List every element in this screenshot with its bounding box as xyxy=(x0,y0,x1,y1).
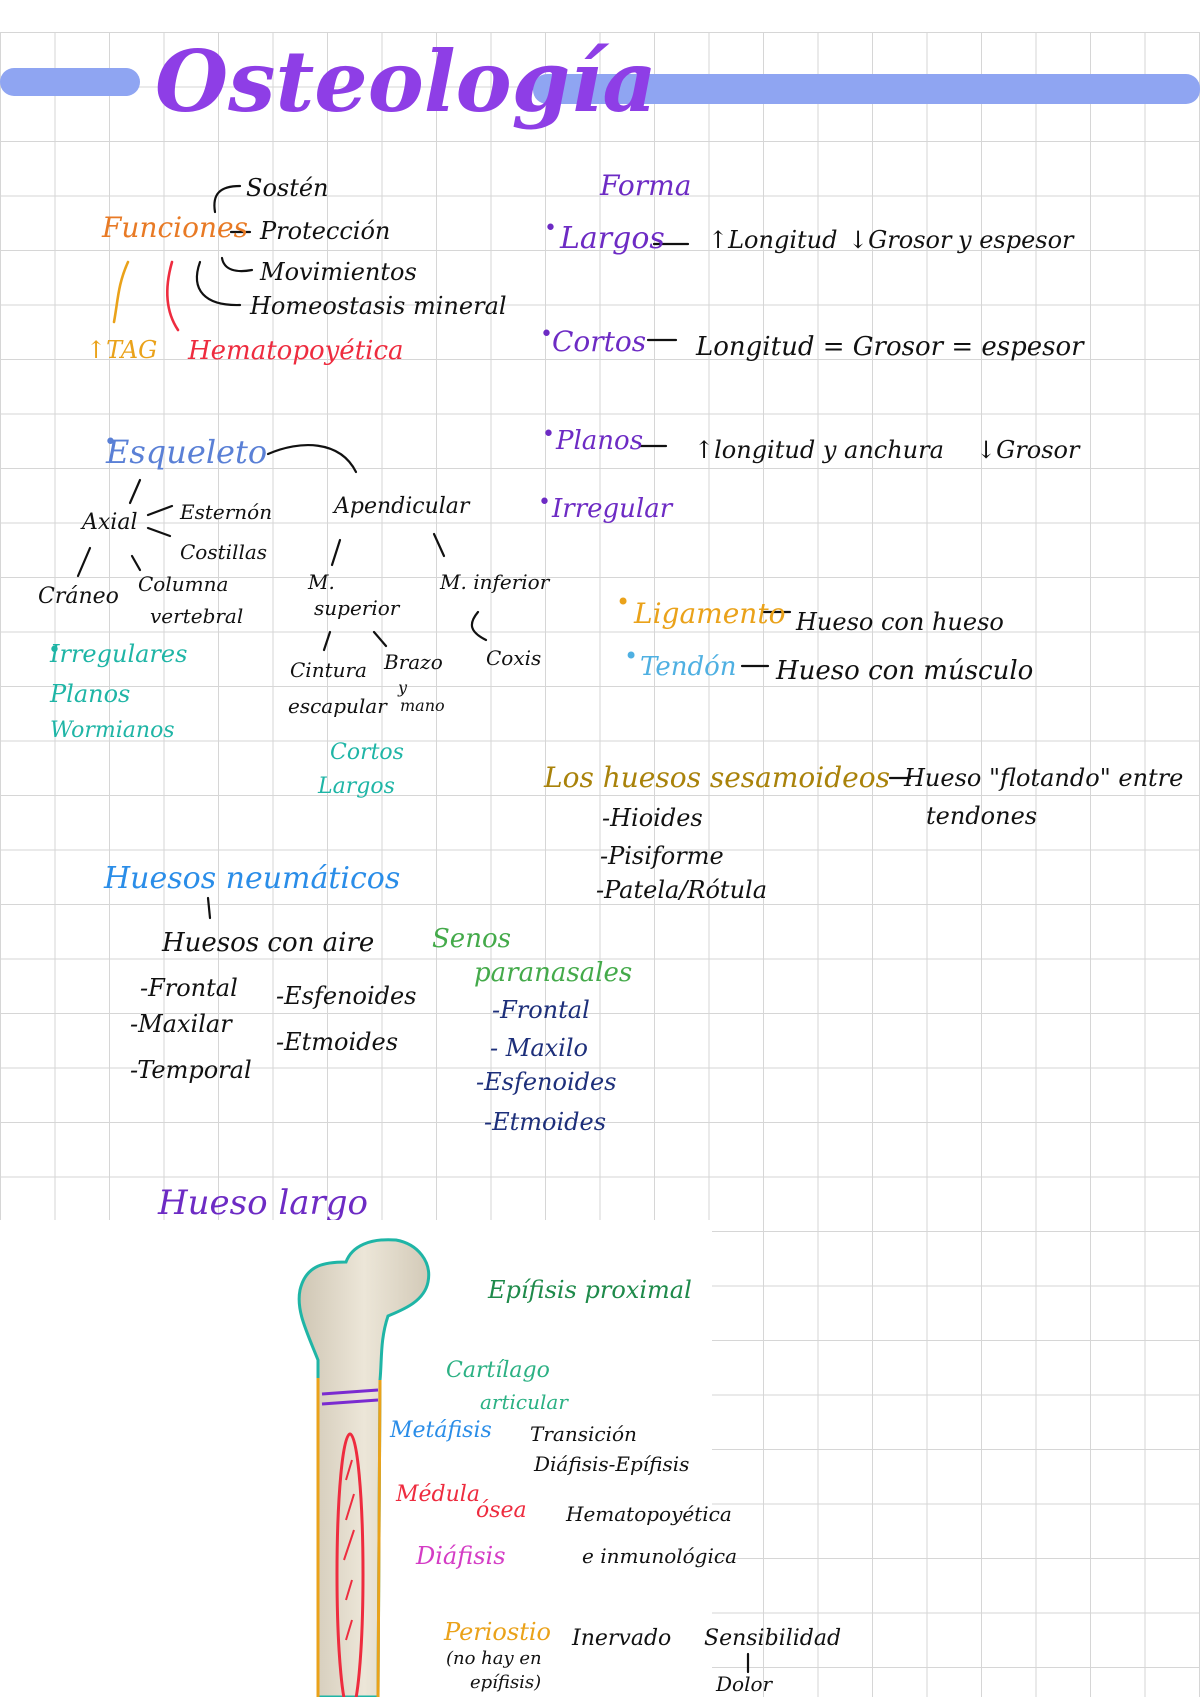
medula-desc-1: Hematopoyética xyxy=(566,1502,732,1526)
ap-tipo-largos: Largos xyxy=(318,774,395,799)
funcion-homeostasis: Homeostasis mineral xyxy=(250,292,507,320)
tendon-desc: Hueso con músculo xyxy=(776,656,1034,686)
senos-label-2: paranasales xyxy=(474,958,633,988)
bullet-dot: • xyxy=(48,638,61,663)
ligamento-desc: Hueso con hueso xyxy=(796,608,1004,636)
periostio-note-1: (no hay en xyxy=(446,1648,542,1669)
forma-cortos: Cortos xyxy=(552,325,647,358)
forma-irregular: Irregular xyxy=(552,494,673,524)
tipo-irregulares: Irregulares xyxy=(50,640,188,668)
cintura-label-2: escapular xyxy=(288,694,387,718)
neumatico-esfenoides: -Esfenoides xyxy=(276,982,417,1010)
funciones-label: Funciones xyxy=(102,211,248,244)
inervado-label: Inervado xyxy=(572,1626,672,1651)
m-inferior-label: M. inferior xyxy=(440,570,550,594)
m-superior-label-1: M. xyxy=(308,570,335,594)
metafisis-label: Metáfisis xyxy=(390,1418,492,1443)
sesamoideo-patela: -Patela/Rótula xyxy=(596,876,768,904)
apendicular-label: Apendicular xyxy=(334,494,470,519)
ligamento-label: Ligamento xyxy=(634,597,786,630)
funcion-proteccion: Protección xyxy=(260,217,391,245)
seno-maxilo: - Maxilo xyxy=(490,1034,588,1062)
neumatico-etmoides: -Etmoides xyxy=(276,1028,399,1056)
seno-frontal: -Frontal xyxy=(492,996,590,1024)
columna-label-2: vertebral xyxy=(150,604,244,628)
forma-planos: Planos xyxy=(556,426,644,456)
tendon-label: Tendón xyxy=(640,652,737,682)
planos-longitud: ↑longitud y anchura xyxy=(694,436,944,464)
brazo-mano-label: mano xyxy=(400,696,445,715)
sesamoideo-hioides: -Hioides xyxy=(602,804,703,832)
bullet-dot: • xyxy=(544,216,557,241)
tipo-wormianos: Wormianos xyxy=(50,718,175,743)
cartilago-label-1: Cartílago xyxy=(446,1358,550,1383)
craneo-label: Cráneo xyxy=(38,584,119,609)
seno-esfenoides: -Esfenoides xyxy=(476,1068,617,1096)
coxis-label: Coxis xyxy=(486,646,542,670)
esqueleto-label: Esqueleto xyxy=(106,433,268,471)
columna-label-1: Columna xyxy=(138,572,229,596)
bullet-dot: • xyxy=(624,642,639,670)
periostio-label: Periostio xyxy=(444,1618,551,1646)
brazo-label: Brazo xyxy=(384,650,443,674)
senos-label-1: Senos xyxy=(432,924,511,954)
tipo-planos: Planos xyxy=(50,680,131,708)
hueso-largo-label: Hueso largo xyxy=(158,1183,369,1223)
bullet-dot: • xyxy=(542,422,555,447)
hematopoyetica-label: Hematopoyética xyxy=(188,336,404,366)
neumatico-maxilar: -Maxilar xyxy=(130,1010,232,1038)
funcion-movimientos: Movimientos xyxy=(260,258,417,286)
tag-label: ↑TAG xyxy=(86,336,158,364)
sensibilidad-label: Sensibilidad xyxy=(704,1626,842,1651)
costillas-label: Costillas xyxy=(180,540,268,564)
sesamoideos-label: Los huesos sesamoideos xyxy=(544,761,890,794)
bullet-dot: • xyxy=(540,322,553,347)
femur-bone xyxy=(297,1238,431,1697)
cartilago-label-2: articular xyxy=(480,1390,568,1414)
bullet-dot: • xyxy=(104,430,117,455)
sesamoideos-desc-1: Hueso "flotando" entre xyxy=(904,764,1184,792)
medula-label: Médula xyxy=(396,1482,480,1507)
neumatico-temporal: -Temporal xyxy=(130,1056,252,1084)
cintura-label-1: Cintura xyxy=(290,658,367,682)
medula-desc-2: e inmunológica xyxy=(582,1544,737,1568)
m-superior-label-2: superior xyxy=(314,596,400,620)
dolor-label: Dolor xyxy=(716,1672,773,1696)
epifisis-label: Epífisis proximal xyxy=(488,1276,692,1304)
diafisis-label: Diáfisis xyxy=(416,1542,506,1570)
osea-label: ósea xyxy=(476,1498,527,1523)
periostio-note-2: epífisis) xyxy=(470,1672,542,1693)
funcion-sosten: Sostén xyxy=(246,174,329,202)
neumatico-frontal: -Frontal xyxy=(140,974,238,1002)
metafisis-desc-1: Transición xyxy=(530,1422,637,1446)
esternon-label: Esternón xyxy=(180,500,273,524)
ap-tipo-cortos: Cortos xyxy=(330,740,404,765)
sesamoideos-desc-2: tendones xyxy=(926,802,1038,830)
page-title: Osteología xyxy=(155,32,657,131)
planos-grosor: ↓Grosor xyxy=(976,436,1080,464)
header-bar-left xyxy=(0,68,140,96)
largos-espesor: y espesor xyxy=(958,226,1074,254)
brazo-y-label: y xyxy=(398,678,408,697)
forma-largos: Largos xyxy=(560,221,665,256)
largos-longitud: ↑Longitud xyxy=(708,226,838,254)
sesamoideo-pisiforme: -Pisiforme xyxy=(600,842,724,870)
metafisis-desc-2: Diáfisis-Epífisis xyxy=(534,1452,690,1476)
seno-etmoides: -Etmoides xyxy=(484,1108,607,1136)
neumaticos-label: Huesos neumáticos xyxy=(104,861,401,896)
cortos-desc: Longitud = Grosor = espesor xyxy=(696,332,1084,362)
bullet-dot: • xyxy=(616,588,631,616)
header-bar-right xyxy=(533,74,1200,104)
axial-label: Axial xyxy=(82,510,138,535)
bullet-dot: • xyxy=(538,490,551,515)
largos-grosor: ↓Grosor xyxy=(848,226,952,254)
forma-label: Forma xyxy=(600,169,692,202)
neumaticos-sub: Huesos con aire xyxy=(162,928,375,958)
